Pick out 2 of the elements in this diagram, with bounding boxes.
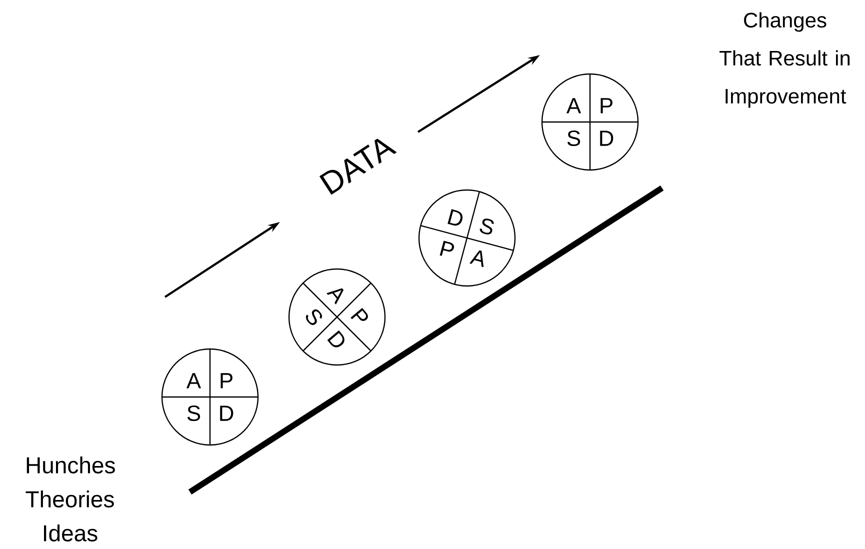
result-label: Changes That Result in Improvement <box>720 12 850 108</box>
side-label: Hunches Theories Ideas <box>26 456 115 542</box>
